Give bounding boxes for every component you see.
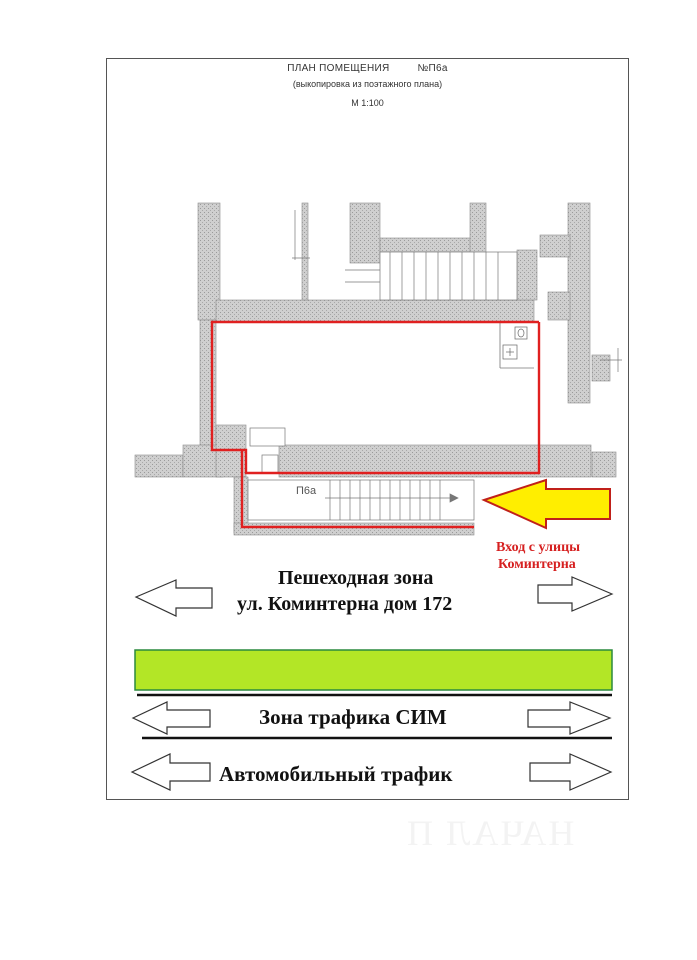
toilet-icon (514, 326, 528, 340)
sim-traffic-label: Зона трафика СИМ (259, 705, 447, 729)
wall-right-far (567, 202, 591, 404)
wall-left-edge (134, 454, 184, 478)
arrow-left-sim (131, 701, 211, 735)
green-strip (134, 649, 613, 691)
plan-scale: М 1:100 (351, 98, 384, 108)
stairs-upper (345, 251, 518, 301)
wall-top-block-3 (469, 202, 487, 254)
room-label: П6а (296, 485, 317, 497)
entry-arrow (481, 478, 611, 530)
wall-lower-bottom (233, 522, 475, 536)
wall-left-lower (199, 319, 217, 451)
wall-bottom-right (591, 451, 617, 478)
plan-title: ПЛАН ПОМЕЩЕНИЯ (287, 63, 390, 74)
plan-title-row: ПЛАН ПОМЕЩЕНИЯ №П6а (107, 63, 628, 74)
arrow-left-pedestrian (134, 579, 213, 617)
wall-right-small (591, 354, 611, 382)
wall-top-stub-1 (301, 202, 309, 301)
entry-note-line1: Вход с улицы (496, 540, 581, 555)
arrow-right-sim (527, 701, 612, 735)
arrow-right-auto (529, 753, 613, 791)
wall-right-upper (516, 249, 538, 301)
wall-right-mid-2 (547, 291, 571, 321)
premises-outline-lower (240, 450, 474, 529)
wall-right-mid (539, 234, 571, 258)
arrow-left-auto (130, 753, 211, 791)
auto-traffic-label: Автомобильный трафик (219, 762, 453, 786)
wall-top-block-2 (379, 237, 481, 253)
plan-number: №П6а (417, 63, 448, 74)
bleed-through-text: НАЧАЛ П (405, 813, 575, 853)
plan-subtitle: (выкопировка из поэтажного плана) (292, 79, 443, 89)
stairs-lower (247, 210, 622, 521)
premises-outline (210, 320, 541, 475)
sink-icon (502, 344, 518, 360)
street-address-label: ул. Коминтерна дом 172 (237, 593, 453, 615)
wall-top-block (349, 202, 381, 264)
entry-note: Вход с улицы Коминтерна (496, 539, 636, 573)
pedestrian-zone-label: Пешеходная зона (278, 567, 434, 589)
arrow-right-pedestrian (537, 576, 614, 612)
wall-top-main (215, 299, 535, 323)
entry-note-line2: Коминтерна (498, 557, 576, 572)
bathroom-partition (499, 322, 534, 369)
